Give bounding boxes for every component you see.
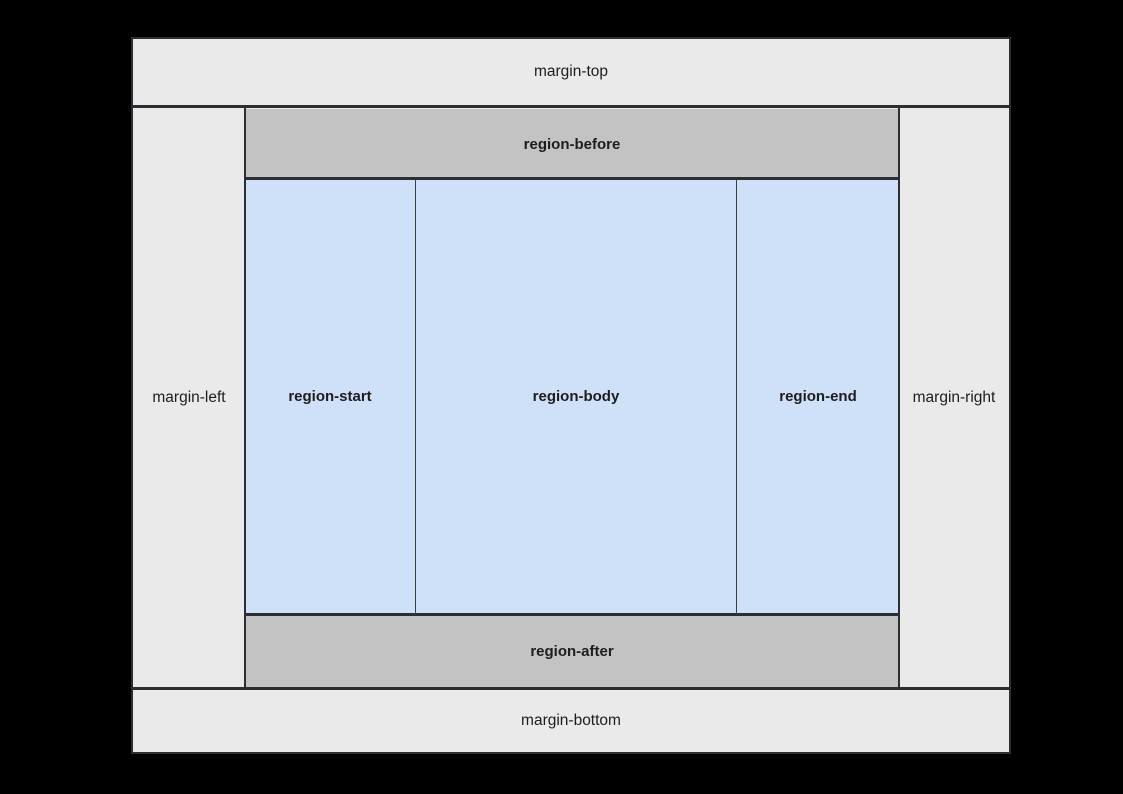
divider-above-region-after <box>245 613 899 616</box>
divider-margin-left-edge <box>244 106 246 688</box>
divider-below-region-before <box>245 177 899 180</box>
region-body-cell: region-body <box>416 180 736 614</box>
divider-below-margin-top <box>131 105 1011 108</box>
margin-top-label: margin-top <box>533 63 609 81</box>
margin-bottom-cell: margin-bottom <box>133 690 1009 752</box>
margin-bottom-label: margin-bottom <box>521 711 621 729</box>
region-end-cell: region-end <box>737 180 899 614</box>
region-body-label: region-body <box>532 388 620 405</box>
margin-left-cell: margin-left <box>133 109 245 688</box>
divider-above-margin-bottom <box>131 687 1011 690</box>
region-before-label: region-before <box>523 135 621 153</box>
margin-right-cell: margin-right <box>899 109 1009 688</box>
divider-margin-right-edge <box>898 106 900 688</box>
region-start-cell: region-start <box>245 180 415 614</box>
region-after-label: region-after <box>530 643 614 660</box>
divider-start-body <box>415 180 416 614</box>
margin-top-cell: margin-top <box>133 39 1009 106</box>
region-start-label: region-start <box>288 388 372 405</box>
region-after-cell: region-after <box>245 616 899 688</box>
region-end-label: region-end <box>779 388 857 405</box>
margin-right-label: margin-right <box>912 389 996 407</box>
region-before-cell: region-before <box>245 109 899 180</box>
margin-left-label: margin-left <box>152 389 226 407</box>
divider-body-end <box>736 180 737 614</box>
